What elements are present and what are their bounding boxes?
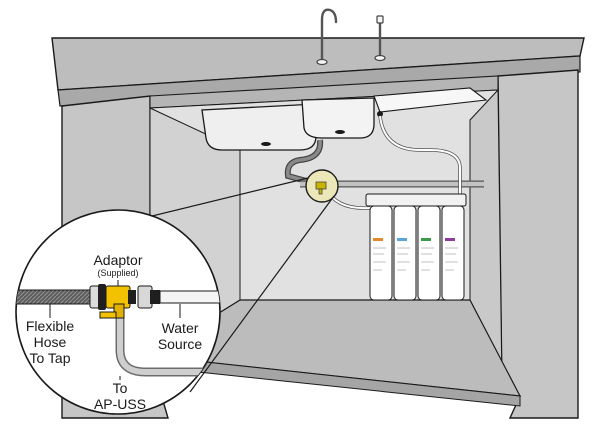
filter-cartridge-1 bbox=[369, 205, 393, 301]
water-source-label-line1: Water bbox=[161, 320, 199, 336]
flexible-hose-label-line3: To Tap bbox=[29, 350, 71, 366]
adaptor-label: Adaptor bbox=[93, 252, 143, 268]
cabinet-right-panel bbox=[497, 69, 579, 419]
water-source-pipe bbox=[159, 290, 220, 304]
to-ap-uss-label-line1: To bbox=[112, 380, 128, 396]
faucet-heads bbox=[316, 15, 386, 66]
flexible-hose-label-line2: Hose bbox=[33, 334, 67, 350]
flexible-hose-label-line1: Flexible bbox=[25, 318, 75, 334]
magnified-detail bbox=[15, 209, 221, 415]
sink-bowls bbox=[201, 87, 488, 151]
filter-cartridge-2 bbox=[393, 205, 417, 301]
faucet-icon bbox=[320, 8, 382, 62]
braided-hose bbox=[16, 289, 93, 305]
filter-cartridge-3 bbox=[417, 205, 441, 301]
supplied-label: (Supplied) bbox=[97, 268, 139, 278]
filter-cartridge-4 bbox=[441, 205, 465, 301]
to-ap-uss-label-line2: AP-USS bbox=[93, 396, 147, 412]
water-source-label-line2: Source bbox=[157, 336, 203, 352]
plumbing bbox=[284, 115, 484, 210]
filter-cartridge-icon bbox=[365, 193, 467, 301]
adaptor-mini-icon bbox=[315, 181, 327, 195]
